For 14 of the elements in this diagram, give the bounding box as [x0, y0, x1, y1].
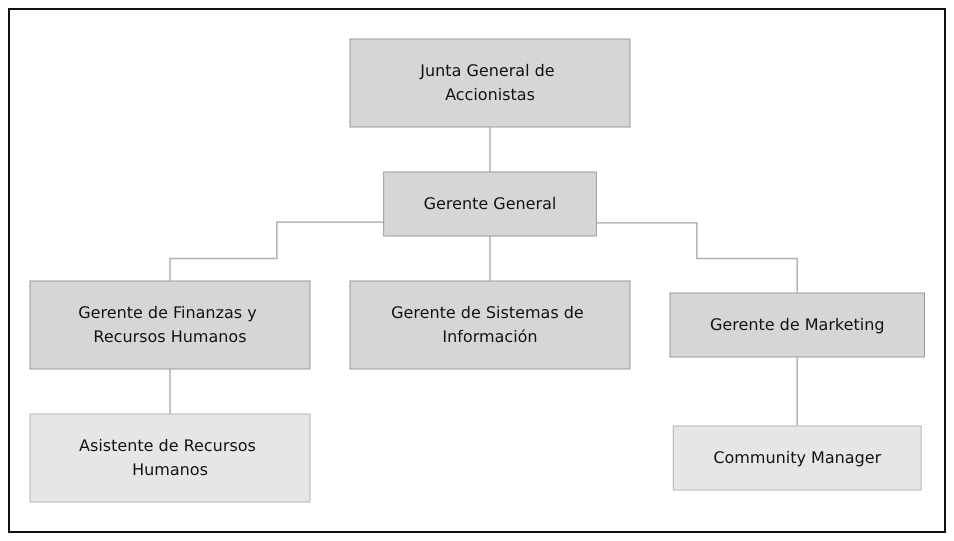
node-box: [29, 414, 310, 502]
connector: [596, 222, 798, 294]
connector: [489, 126, 490, 173]
connector: [489, 235, 490, 282]
connector: [169, 368, 170, 415]
node-box: [382, 172, 597, 236]
node-box: [672, 426, 922, 490]
node-box: [669, 292, 925, 358]
node-box: [349, 38, 630, 128]
diagram-frame: Junta General de Accionistas Gerente General Gerente de Finanzas y Recursos Humanos Gerente de Sistemas de Información Gerente de Marketing Asistente de Recursos Humanos Community Manager: [8, 8, 946, 533]
node-box: [349, 280, 630, 370]
node-box: [29, 280, 310, 370]
connector: [796, 356, 798, 427]
connector: [169, 221, 384, 282]
